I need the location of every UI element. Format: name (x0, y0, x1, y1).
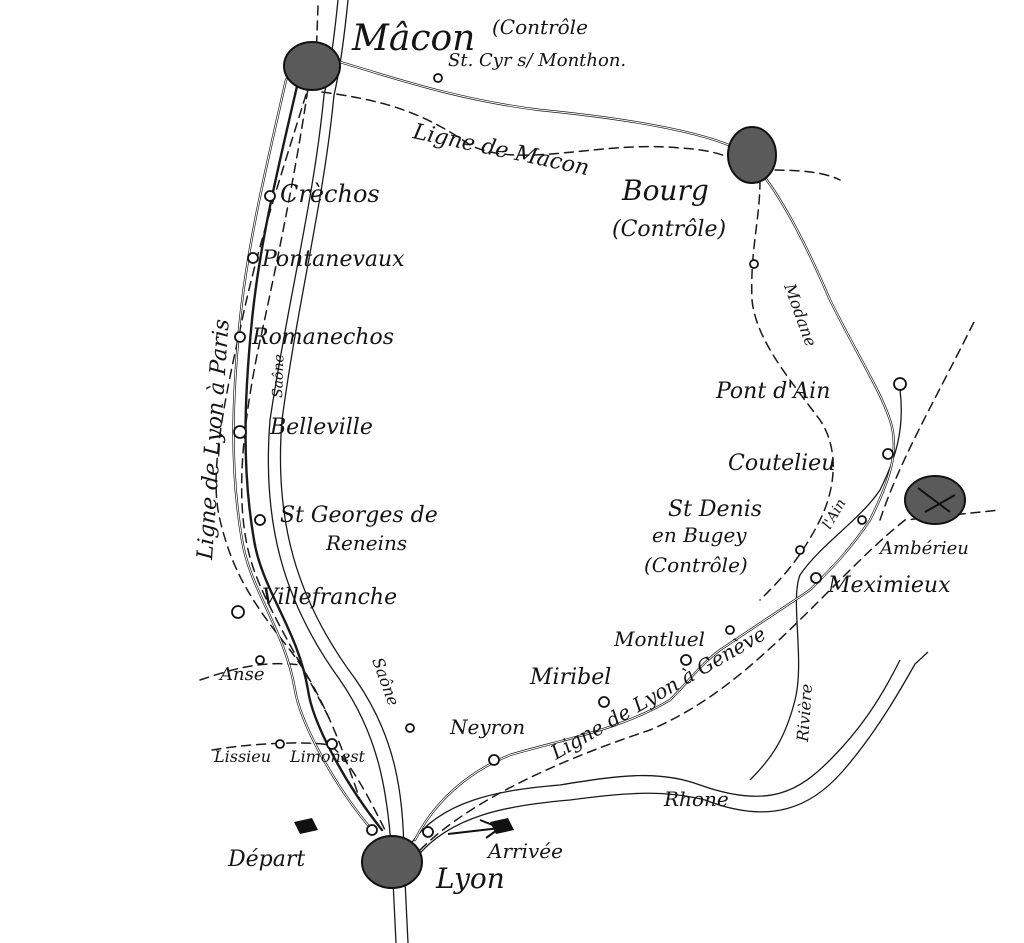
pontanevaux-marker (247, 252, 259, 264)
macon-controle-label: (Contrôle (492, 15, 588, 39)
montluel-east-marker (725, 625, 735, 635)
meximieux-label: Meximieux (827, 573, 951, 598)
st-cyr-label: St. Cyr s/ Monthon. (448, 50, 626, 71)
saone-label-north: Saône (270, 354, 288, 398)
st-denis-label-1: St Denis (668, 497, 762, 522)
ain-label: l'Ain (820, 496, 850, 532)
rhone-river-bank (415, 651, 929, 859)
depart-flag-icon (294, 818, 318, 834)
rhone-river (409, 659, 901, 846)
lyon-label: Lyon (435, 862, 505, 895)
meximieux-marker (810, 572, 822, 584)
macon-city-marker (283, 41, 341, 91)
bourg-south-marker (749, 259, 759, 269)
anse-marker (255, 655, 265, 665)
macon-label: Mâcon (351, 18, 475, 59)
bourg-controle-label: (Contrôle) (612, 217, 726, 242)
lissieu-marker (275, 739, 285, 749)
ambericu-label: Ambérieu (878, 538, 969, 559)
riviere-label: Rivière (793, 683, 816, 743)
arrivee-label: Arrivée (486, 839, 563, 863)
bourg-city-marker (727, 126, 777, 184)
crechos-marker (264, 190, 276, 202)
st-denis-east-marker (857, 515, 867, 525)
modane-label: Modane (780, 280, 821, 349)
limonest-label: Limonest (289, 747, 366, 766)
anse-label: Anse (218, 664, 264, 685)
pontanevaux-label: Pontanevaux (261, 247, 405, 272)
villefranche-marker (231, 605, 245, 619)
railway-lyon-geneve (419, 509, 1001, 851)
ligne-lyon-paris-label: Ligne de Lyon à Paris (193, 318, 235, 561)
ambericu-scribble (917, 487, 956, 513)
villefranche-label: Villefranche (262, 585, 397, 610)
coutelieu-label: Coutelieu (728, 451, 835, 476)
romanechos-label: Romanechos (251, 325, 394, 350)
montluel-label: Montluel (613, 627, 705, 651)
pont-d-ain-marker (893, 377, 907, 391)
limonest-east-marker (405, 723, 415, 733)
railway-lyon-paris (215, 5, 361, 801)
ligne-macon-label: Ligne de Macon (410, 119, 592, 181)
miribel-label: Miribel (529, 665, 611, 690)
neyron-marker (488, 754, 500, 766)
saone-river (267, 0, 397, 943)
railway-lissieu (211, 742, 386, 831)
limonest-marker (326, 738, 338, 750)
montluel-marker (680, 654, 692, 666)
st-cyr-marker (433, 73, 443, 83)
st-georges-label-2: Reneins (325, 531, 407, 555)
railway-lyon-paris-2 (240, 59, 331, 721)
st-georges-marker (254, 514, 266, 526)
crechos-label: Crèchos (280, 180, 380, 208)
bourg-label: Bourg (621, 174, 709, 207)
railway-macon-bourg (321, 91, 756, 176)
st-denis-label-3: (Contrôle) (644, 553, 748, 577)
lyon-city-marker (361, 835, 423, 889)
belleville-label: Belleville (269, 415, 373, 440)
st-georges-label-1: St Georges de (280, 503, 438, 528)
depart-marker (366, 824, 378, 836)
railway-ambericu (879, 319, 976, 521)
lissieu-label: Lissieu (213, 747, 271, 766)
miribel-marker (598, 696, 610, 708)
romanechos-marker (234, 331, 246, 343)
st-denis-label-2: en Bugey (652, 523, 747, 547)
saone-river-bank (279, 0, 409, 943)
pont-d-ain-label: Pont d'Ain (715, 379, 830, 404)
arrivee-flag-icon (490, 818, 514, 834)
neyron-label: Neyron (449, 715, 525, 739)
coutelieu-marker (882, 448, 894, 460)
rhone-label: Rhone (663, 787, 729, 811)
belleville-marker (233, 425, 247, 439)
saone-label-south: Saône (368, 655, 403, 708)
route-outline-2 (244, 80, 384, 832)
depart-label: Départ (227, 847, 305, 872)
st-denis-marker (795, 545, 805, 555)
arrivee-marker (422, 826, 434, 838)
